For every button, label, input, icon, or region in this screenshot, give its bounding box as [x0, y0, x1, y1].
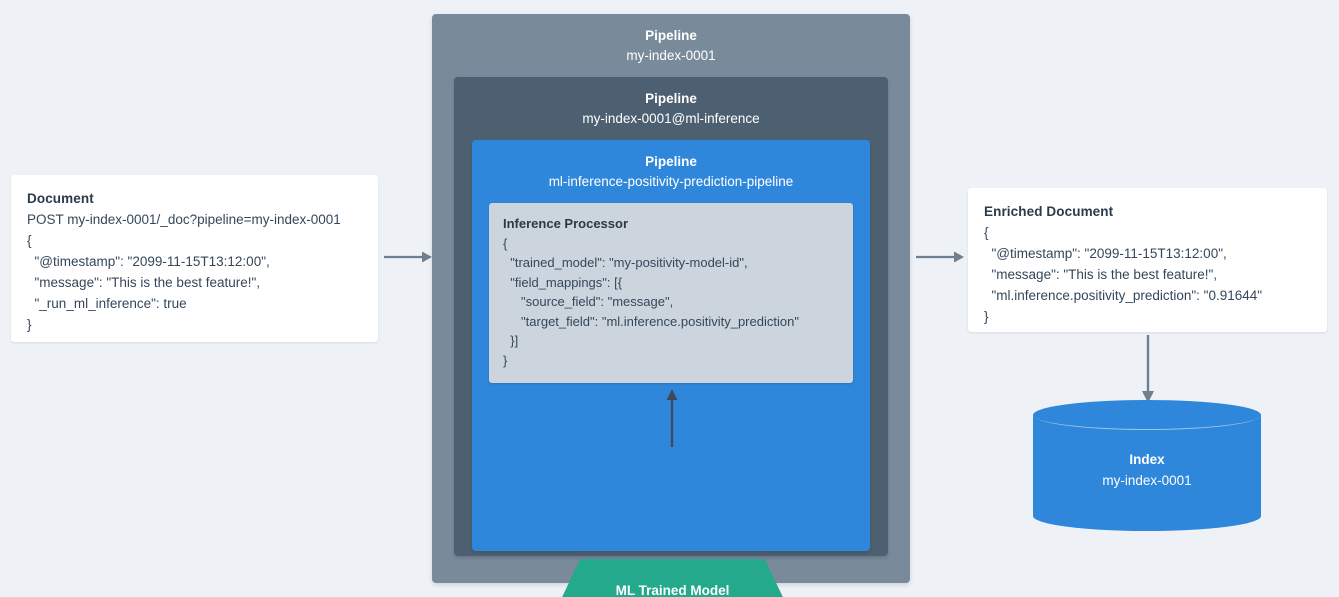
pipeline-outer-header: Pipeline my-index-0001 [432, 14, 910, 67]
arrow-pipeline-to-enriched-icon [916, 251, 964, 263]
pipeline-outer-kind: Pipeline [645, 28, 697, 43]
inference-processor-line-0: { [503, 235, 508, 251]
document-line-3: "message": "This is the best feature!", [27, 274, 261, 290]
ml-trained-model-hexagon: ML Trained Model my-positivity-model-id [560, 559, 785, 597]
index-cylinder-body [1033, 414, 1261, 516]
enriched-document-line-4: } [984, 308, 989, 324]
inference-processor-line-2: "field_mappings": [{ [503, 274, 623, 290]
document-card: Document POST my-index-0001/_doc?pipelin… [11, 175, 378, 342]
pipeline-middle-header: Pipeline my-index-0001@ml-inference [454, 77, 888, 130]
pipeline-inner-name: ml-inference-positivity-prediction-pipel… [548, 174, 794, 190]
enriched-document-line-0: { [984, 224, 989, 240]
inference-processor-line-1: "trained_model": "my-positivity-model-id… [503, 255, 748, 270]
pipeline-outer-name: my-index-0001 [626, 48, 716, 64]
index-kind: Index [1129, 452, 1165, 467]
document-line-2: "@timestamp": "2099-11-15T13:12:00", [27, 253, 270, 269]
inference-processor-line-4: "target_field": "ml.inference.positivity… [503, 313, 799, 329]
enriched-document-card: Enriched Document { "@timestamp": "2099-… [968, 188, 1327, 332]
enriched-document-title: Enriched Document [984, 204, 1114, 219]
inference-processor-card: Inference Processor { "trained_model": "… [489, 203, 853, 383]
arrow-document-to-pipeline-icon [384, 251, 432, 263]
inference-processor-line-6: } [503, 352, 508, 368]
inference-processor-line-5: }] [503, 333, 519, 348]
pipeline-inner-kind: Pipeline [645, 154, 697, 169]
document-line-1: { [27, 232, 32, 248]
pipeline-inner: Pipeline ml-inference-positivity-predict… [472, 140, 870, 597]
enriched-document-line-1: "@timestamp": "2099-11-15T13:12:00", [984, 245, 1227, 261]
index-cylinder: Index my-index-0001 [1033, 400, 1261, 531]
index-cylinder-top [1033, 400, 1261, 430]
enriched-document-line-3: "ml.inference.positivity_prediction": "0… [984, 287, 1263, 303]
pipeline-middle-kind: Pipeline [645, 91, 697, 106]
document-line-0: POST my-index-0001/_doc?pipeline=my-inde… [27, 211, 341, 227]
pipeline-inner-header: Pipeline ml-inference-positivity-predict… [472, 140, 870, 193]
inference-processor-line-3: "source_field": "message", [503, 294, 674, 309]
index-cylinder-bottom [1033, 501, 1261, 531]
ml-trained-model-kind: ML Trained Model [615, 582, 730, 597]
enriched-document-line-2: "message": "This is the best feature!", [984, 266, 1218, 282]
document-line-5: } [27, 316, 32, 332]
document-title: Document [27, 191, 94, 206]
index-label: Index my-index-0001 [1033, 450, 1261, 492]
pipeline-outer: Pipeline my-index-0001 Pipeline my-index… [432, 14, 910, 597]
pipeline-middle-name: my-index-0001@ml-inference [582, 111, 760, 127]
arrow-model-to-processor-icon [666, 389, 678, 447]
document-line-4: "_run_ml_inference": true [27, 295, 187, 311]
inference-processor-title: Inference Processor [503, 216, 629, 231]
arrow-enriched-to-index-icon [1142, 335, 1154, 403]
index-name: my-index-0001 [1102, 472, 1192, 488]
pipeline-middle: Pipeline my-index-0001@ml-inference Pipe… [454, 77, 888, 597]
